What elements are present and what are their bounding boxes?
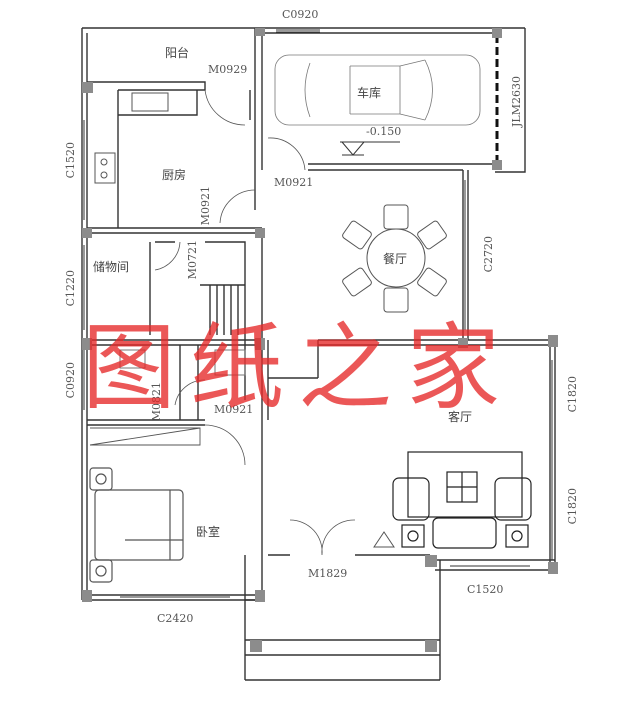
- kitchen-right-wall: [249, 28, 263, 210]
- exterior-wall-left: [81, 27, 262, 600]
- door-swing-m0921-kitchen: [219, 189, 256, 224]
- room-label-balcony: 阳台: [165, 46, 190, 60]
- door-label-jlm2630: JLM2630: [510, 76, 523, 127]
- window-label-c0920-top: C0920: [282, 8, 319, 21]
- sink-icon: [131, 92, 169, 112]
- door-label-m0921-bedroom: M0921: [214, 403, 254, 416]
- storage-wall: [149, 241, 246, 400]
- door-swing-m0921-garage: [267, 137, 306, 171]
- door-swing-m0929: [204, 89, 246, 126]
- bath-wall: [87, 345, 205, 426]
- kitchen-bottom-wall: [87, 227, 262, 234]
- room-label-garage: 车库: [357, 86, 382, 100]
- door-label-m1829: M1829: [308, 567, 348, 580]
- room-label-storage: 储物间: [93, 260, 130, 274]
- living-bottom-wall: [430, 559, 555, 571]
- kitchen-counter: [117, 90, 198, 228]
- stove-icon: [94, 152, 116, 184]
- garage-bottom-wall: [308, 163, 495, 171]
- window-c0920-top: [276, 29, 320, 33]
- stairs: [200, 284, 245, 335]
- toilet-icon: [119, 349, 146, 369]
- bedroom-bottom-wall: [87, 594, 262, 601]
- bed-icon: [89, 427, 201, 583]
- window-label-c0920-left: C0920: [64, 362, 77, 399]
- door-swing-m0921-bedroom: [204, 424, 246, 466]
- room-label-dining: 餐厅: [383, 252, 408, 266]
- car-icon: [274, 54, 481, 126]
- mid-wall: [87, 339, 262, 346]
- door-swing-m0721: [154, 241, 181, 271]
- window-label-c2420: C2420: [157, 612, 194, 625]
- door-label-m0821: M0821: [150, 382, 163, 422]
- window-label-c1520-bottom: C1520: [467, 583, 504, 596]
- window-label-c1520-left: C1520: [64, 142, 77, 179]
- elevation-value: -0.150: [366, 125, 402, 138]
- window-label-c2720: C2720: [482, 236, 495, 273]
- window-label-c1820-lower: C1820: [566, 488, 579, 525]
- window-label-c1820-upper: C1820: [566, 376, 579, 413]
- exterior-wall-top-garage: [262, 27, 525, 34]
- sofa-set-icon: [392, 451, 532, 549]
- door-label-m0929: M0929: [208, 63, 248, 76]
- living-top-wall: [268, 339, 555, 379]
- door-swing-m1829: [289, 519, 356, 556]
- window-label-c1220: C1220: [64, 270, 77, 307]
- room-label-bedroom: 卧室: [196, 525, 221, 539]
- washbasin-icon: [214, 349, 246, 376]
- room-label-living: 客厅: [448, 410, 473, 424]
- porch: [244, 555, 441, 681]
- hall-wall: [261, 230, 269, 600]
- plant-icon: [373, 531, 395, 548]
- dining-right-wall: [462, 170, 469, 340]
- garage-right-frame: [495, 28, 526, 173]
- balcony-kitchen-wall: [87, 81, 206, 91]
- room-label-kitchen: 厨房: [162, 168, 187, 182]
- door-label-m0721: M0721: [186, 240, 199, 280]
- dining-table-icon: [342, 204, 447, 313]
- door-label-m0921-kitchen: M0921: [199, 186, 212, 226]
- door-label-m0921-garage: M0921: [274, 176, 314, 189]
- living-right-wall: [549, 340, 556, 570]
- door-swing-m0821: [174, 379, 206, 406]
- elevation-marker-icon: [340, 141, 400, 156]
